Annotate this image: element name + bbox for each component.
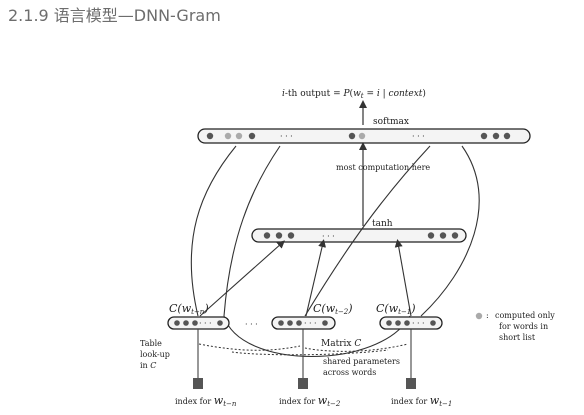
- matrix-label: Matrix C: [321, 339, 361, 349]
- computation-note: most computation here: [336, 163, 430, 172]
- c-label-t-n: C(wt−n): [169, 302, 209, 316]
- table-lookup-line-3: in C: [140, 361, 156, 370]
- legend-line-2: for words in: [499, 322, 548, 331]
- svg-text:·: ·: [304, 319, 307, 328]
- index-box-t-2: [298, 378, 308, 389]
- emb1-to-tanh: [199, 240, 285, 317]
- legend-line-3: short list: [499, 333, 536, 342]
- index-label-t-n: index for wt−n: [175, 394, 237, 408]
- skip-connection-curves: [190, 145, 480, 357]
- shared-params-line-2: across words: [323, 368, 376, 377]
- svg-text:·: ·: [199, 319, 202, 328]
- svg-text:·: ·: [309, 319, 312, 328]
- table-lookup-line-1: Table: [140, 339, 162, 348]
- shared-params-line-1: shared parameters: [323, 357, 400, 366]
- svg-text:·: ·: [209, 319, 212, 328]
- embedding-box-t-2: · · ·: [271, 316, 336, 330]
- index-label-t-1: index for wt−1: [391, 394, 452, 408]
- softmax-ellipsis-left: · · ·: [280, 132, 293, 141]
- embedding-ellipsis: · · ·: [245, 320, 258, 329]
- table-lookup-line-2: look-up: [140, 350, 170, 359]
- legend-line-1: computed only: [495, 311, 555, 320]
- output-caption: i-th output = P(wt = i | context): [282, 88, 426, 100]
- svg-text:·: ·: [412, 319, 415, 328]
- c-label-t-2: C(wt−2): [313, 302, 353, 316]
- index-box-t-1: [406, 378, 416, 389]
- page-title: 2.1.9 语言模型—DNN-Gram: [8, 6, 221, 25]
- embedding-box-t-n: · · ·: [167, 316, 230, 330]
- legend-colon: :: [486, 311, 489, 320]
- tanh-layer: · · ·: [251, 228, 467, 243]
- svg-text:·: ·: [314, 319, 317, 328]
- legend-gray-dot: [475, 312, 483, 320]
- c-label-t-1: C(wt−1): [376, 302, 416, 316]
- softmax-ellipsis-right: · · ·: [412, 132, 425, 141]
- emb3-to-tanh: [394, 239, 412, 317]
- svg-text:·: ·: [204, 319, 207, 328]
- index-box-t-n: [193, 378, 203, 389]
- emb2-to-tanh: [305, 239, 326, 317]
- tanh-ellipsis: · · ·: [322, 232, 335, 241]
- softmax-layer: · · · · · ·: [197, 128, 531, 144]
- shared-parameters-dashes: [198, 343, 409, 356]
- tanh-label: tanh: [372, 219, 393, 229]
- softmax-label: softmax: [373, 117, 409, 127]
- svg-text:·: ·: [417, 319, 420, 328]
- index-label-t-2: index for wt−2: [279, 394, 341, 408]
- svg-text:·: ·: [422, 319, 425, 328]
- embedding-box-t-1: · · ·: [379, 316, 443, 330]
